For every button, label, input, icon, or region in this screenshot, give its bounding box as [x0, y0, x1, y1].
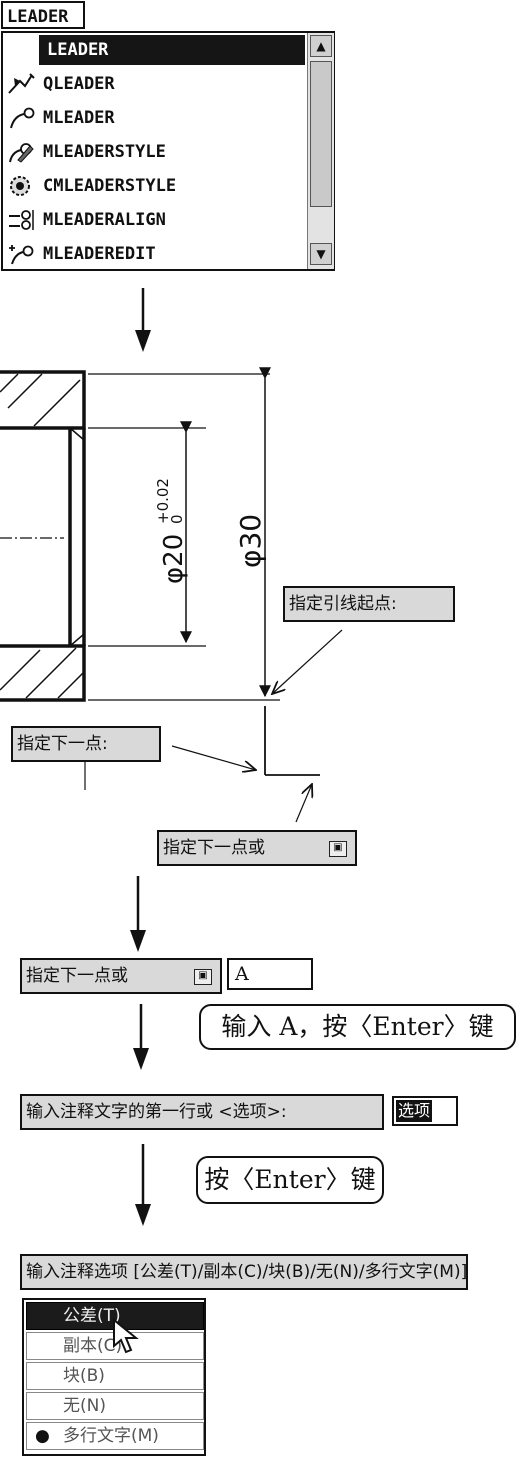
option-block[interactable]: 块(B)	[26, 1362, 204, 1390]
mleaderstyle-icon	[9, 143, 34, 163]
autocomplete-item-mleaderedit[interactable]: MLEADEREDIT	[3, 237, 305, 271]
dimension-outer-text: φ30	[234, 514, 267, 568]
options-dropdown-button[interactable]: ▣	[329, 841, 347, 857]
autocomplete-item-qleader[interactable]: QLEADER	[3, 67, 305, 101]
mleaderedit-icon	[9, 245, 34, 265]
dimension-outer: φ30	[234, 514, 267, 568]
scroll-up-button[interactable]: ▲	[310, 35, 332, 57]
option-label: 无(N)	[63, 1396, 106, 1416]
option-mtext[interactable]: ● 多行文字(M)	[26, 1422, 204, 1450]
qleader-icon	[8, 73, 35, 94]
autocomplete-item-label: LEADER	[47, 40, 109, 60]
autocomplete-item-label: CMLEADERSTYLE	[43, 176, 177, 196]
prompt-next-point-or-2: 指定下一点或 ▣	[20, 958, 222, 994]
prompt-annotation-text: 输入注释文字的第一行或 <选项>:	[20, 1094, 384, 1130]
option-none[interactable]: 无(N)	[26, 1392, 204, 1420]
autocomplete-list[interactable]: LEADER QLEADER MLEADER MLEADERSTYLE CMLE…	[1, 31, 335, 271]
flow-arrow	[135, 288, 151, 352]
command-input[interactable]: LEADER	[1, 1, 85, 29]
autocomplete-item-label: MLEADERALIGN	[43, 210, 166, 230]
scrollbar[interactable]: ▲ ▼	[307, 33, 334, 269]
scroll-down-button[interactable]: ▼	[310, 243, 332, 265]
checked-bullet-icon: ●	[35, 1426, 50, 1446]
autocomplete-item-mleaderalign[interactable]: MLEADERALIGN	[3, 203, 305, 237]
dimension-inner-tolerance-lower: 0	[168, 514, 186, 524]
prompt-text: 指定下一点或	[163, 838, 265, 858]
options-dropdown-button[interactable]: ▣	[194, 969, 212, 985]
dimension-inner-tolerance-upper: +0.02	[154, 478, 172, 524]
mleaderalign-icon	[9, 210, 34, 230]
option-label: 副本(C)	[63, 1336, 123, 1356]
option-label: 块(B)	[63, 1366, 105, 1386]
mouse-cursor-icon	[113, 1318, 139, 1354]
flow-arrow	[130, 876, 146, 952]
prompt-next-point: 指定下一点:	[11, 726, 161, 762]
annotation-input-value: 选项	[396, 1100, 433, 1122]
dimension-inner: φ20 +0.02 0	[154, 478, 189, 584]
autocomplete-item-label: MLEADEREDIT	[43, 244, 156, 264]
prompt-next-point-or: 指定下一点或 ▣	[157, 830, 357, 866]
callout-enter-a: 输入 A，按〈Enter〉键	[199, 1004, 516, 1050]
prompt-text: 指定下一点或	[26, 966, 128, 986]
autocomplete-item-label: QLEADER	[43, 74, 115, 94]
scrollbar-thumb[interactable]	[310, 61, 332, 207]
callout-press-enter: 按〈Enter〉键	[196, 1156, 384, 1204]
selection-highlight	[39, 35, 305, 65]
autocomplete-item-label: MLEADER	[43, 108, 115, 128]
prompt-leader-start: 指定引线起点:	[283, 586, 455, 622]
autocomplete-item-cmleaderstyle[interactable]: CMLEADERSTYLE	[3, 169, 305, 203]
autocomplete-item-mleaderstyle[interactable]: MLEADERSTYLE	[3, 135, 305, 169]
flow-arrow	[133, 1004, 149, 1070]
prompt-annotation-options: 输入注释选项 [公差(T)/副本(C)/块(B)/无(N)/多行文字(M)]	[20, 1254, 468, 1290]
option-label: 多行文字(M)	[63, 1426, 159, 1446]
cmleaderstyle-icon	[10, 176, 30, 196]
part-section	[0, 367, 343, 823]
option-label: 公差(T)	[63, 1306, 121, 1326]
mleader-icon	[10, 107, 35, 129]
dimension-inner-text: φ20	[159, 534, 189, 584]
flow-arrow	[135, 1144, 151, 1226]
annotation-input[interactable]: 选项	[392, 1096, 458, 1126]
autocomplete-item-leader[interactable]: LEADER	[3, 33, 305, 67]
value-input[interactable]: A	[227, 958, 313, 990]
autocomplete-item-label: MLEADERSTYLE	[43, 142, 166, 162]
autocomplete-item-mleader[interactable]: MLEADER	[3, 101, 305, 135]
